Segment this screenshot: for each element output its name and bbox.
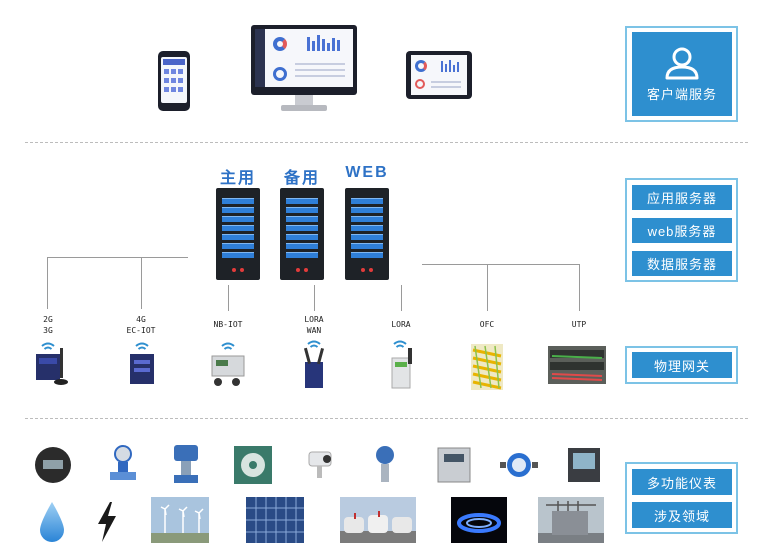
lightning-icon (98, 502, 116, 542)
server-primary (216, 188, 260, 280)
app-server-label: 应用服务器 (632, 185, 732, 210)
gw-label-ofc: OFC (479, 320, 495, 329)
tablet-icon (406, 51, 472, 99)
power-analyzer (568, 448, 600, 482)
gateway-utp-device (548, 346, 606, 384)
wind-farm-photo (151, 497, 209, 543)
gateway-4g-device (130, 342, 154, 384)
gateway-lorawan-device (303, 340, 325, 388)
connector-lorawan (314, 285, 315, 311)
substation-photo (538, 497, 604, 543)
level-transmitter (376, 446, 394, 482)
connector-2g (47, 257, 48, 309)
electric-meter (35, 447, 71, 483)
wifi-icon (307, 340, 321, 348)
connector-nbiot (228, 285, 229, 311)
solar-panel-photo (246, 497, 304, 543)
server-title-web: WEB (345, 164, 389, 181)
gateway-label: 物理网关 (632, 352, 732, 378)
gateway-lora-device (391, 340, 412, 389)
pressure-transmitter (174, 445, 198, 483)
connector-utp (579, 264, 580, 311)
server-title-backup: 备用 (283, 170, 320, 187)
connector-4g (141, 257, 142, 309)
gateway-ofc-device (471, 344, 503, 390)
data-server-label: 数据服务器 (632, 251, 732, 276)
water-meter-box (234, 446, 272, 484)
wifi-icon (135, 342, 149, 350)
wifi-icon (393, 340, 407, 348)
client-service-label: 客户端服务 (646, 86, 717, 102)
gas-meter (437, 447, 471, 483)
server-backup (280, 188, 324, 280)
gw-label-utp: UTP (571, 320, 587, 329)
multifunction-meter-label: 多功能仪表 (632, 469, 732, 495)
divider-2 (25, 418, 748, 419)
connector-lora (401, 285, 402, 311)
web-server-label: web服务器 (632, 218, 732, 243)
flow-meter (110, 445, 136, 480)
fields-involved-label: 涉及领域 (632, 502, 732, 528)
smart-water-meter (500, 453, 538, 477)
client-service-button: 客户端服务 (632, 32, 732, 116)
gateway-2g-device (36, 342, 68, 385)
phone-icon (158, 51, 190, 111)
gw-label-lora: LORA (391, 320, 411, 329)
water-drop-icon (40, 502, 64, 542)
connector-right (422, 264, 579, 265)
oil-tank-photo (340, 497, 416, 543)
camera-sensor (308, 451, 332, 478)
connector-ofc (487, 264, 488, 311)
gw-label-nbiot: NB-IOT (213, 320, 243, 329)
server-title-primary: 主用 (219, 170, 256, 187)
wifi-icon (41, 342, 55, 350)
connector-left (47, 257, 188, 258)
divider-1 (25, 142, 748, 143)
monitor-icon (251, 25, 357, 113)
user-icon (665, 47, 699, 79)
wifi-icon (221, 342, 235, 350)
gas-flame-photo (451, 497, 507, 543)
server-web (345, 188, 389, 280)
gateway-nbiot-device (211, 342, 245, 386)
